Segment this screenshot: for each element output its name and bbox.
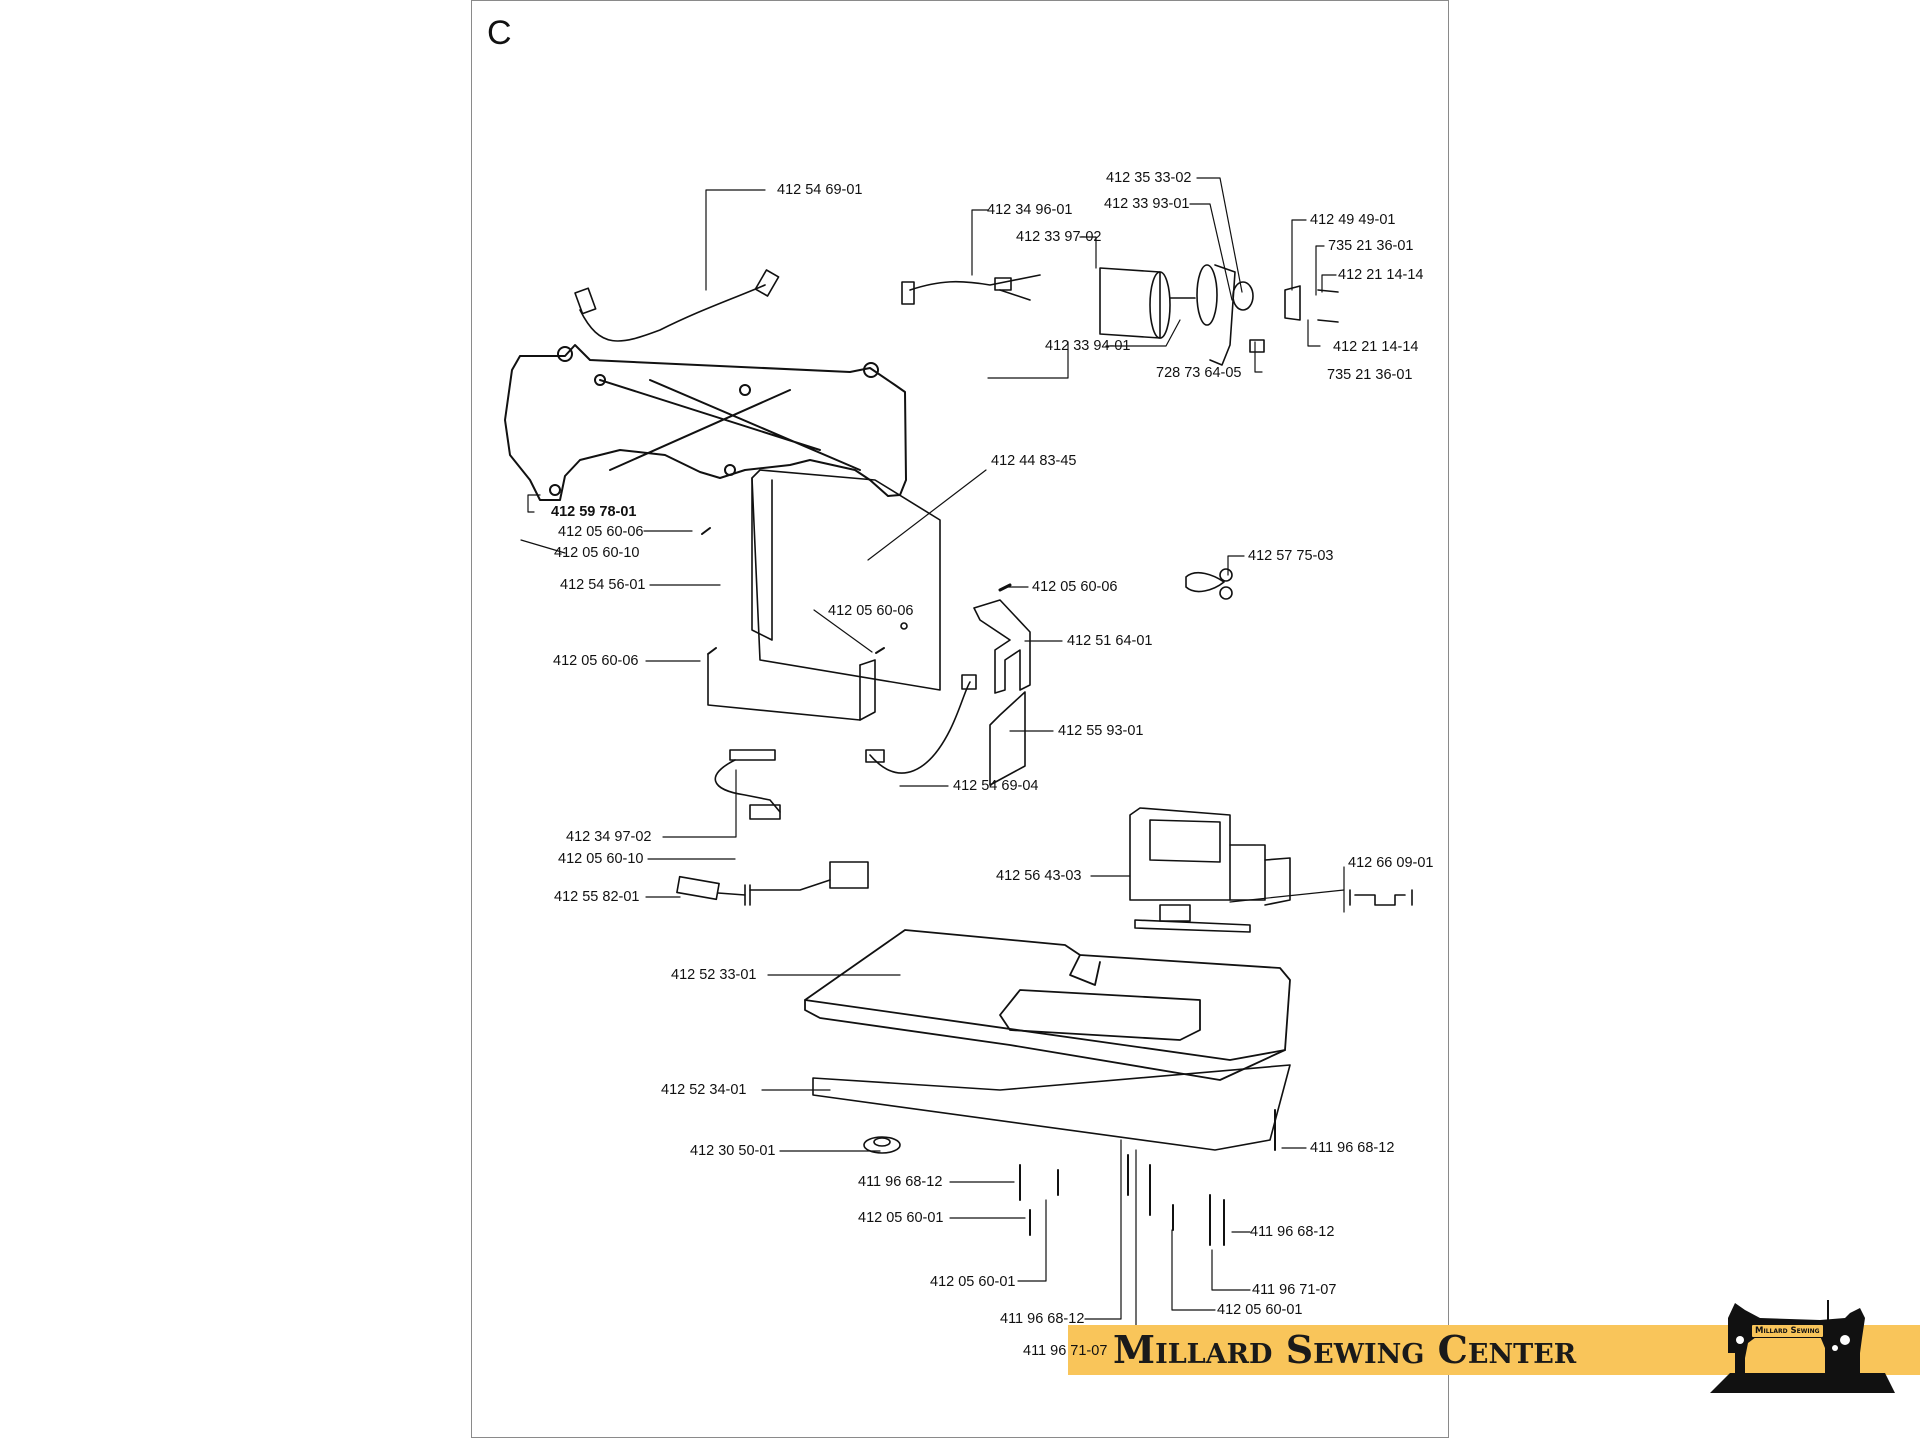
part-label: 411 96 68-12 xyxy=(1250,1224,1335,1240)
part-label: 412 59 78-01 xyxy=(551,504,637,520)
part-label: 412 54 69-04 xyxy=(953,778,1039,794)
part-label: 412 66 09-01 xyxy=(1348,855,1434,871)
part-label: 412 55 93-01 xyxy=(1058,723,1144,739)
part-label: 412 49 49-01 xyxy=(1310,212,1396,228)
part-label: 412 05 60-06 xyxy=(1032,579,1118,595)
part-label: 412 33 97-02 xyxy=(1016,229,1102,245)
part-label: 412 21 14-14 xyxy=(1333,339,1419,355)
part-label: 412 05 60-01 xyxy=(1217,1302,1303,1318)
part-label: 412 05 60-10 xyxy=(558,851,644,867)
part-label: 412 57 75-03 xyxy=(1248,548,1334,564)
part-label: 411 96 68-12 xyxy=(1000,1311,1085,1327)
part-label: 412 52 34-01 xyxy=(661,1082,747,1098)
part-label: 412 55 82-01 xyxy=(554,889,640,905)
logo-text: Millard Sewing xyxy=(1751,1324,1824,1338)
sewing-machine-logo-icon xyxy=(1710,1300,1895,1393)
part-label: 411 96 71-07 xyxy=(1252,1282,1337,1298)
part-label: 412 56 43-03 xyxy=(996,868,1082,884)
part-label: 412 05 60-01 xyxy=(930,1274,1016,1290)
part-label: 412 05 60-06 xyxy=(553,653,639,669)
part-label: 735 21 36-01 xyxy=(1328,238,1414,254)
section-letter: C xyxy=(487,14,512,52)
part-label: 412 35 33-02 xyxy=(1106,170,1192,186)
part-label: 728 73 64-05 xyxy=(1156,365,1242,381)
part-label: 412 05 60-01 xyxy=(858,1210,944,1226)
part-label: 411 96 68-12 xyxy=(1310,1140,1395,1156)
part-label: 411 96 68-12 xyxy=(858,1174,943,1190)
part-label: 412 54 69-01 xyxy=(777,182,863,198)
part-label: 412 44 83-45 xyxy=(991,453,1077,469)
part-label: 412 54 56-01 xyxy=(560,577,646,593)
part-label: 412 05 60-10 xyxy=(554,545,640,561)
part-label: 412 05 60-06 xyxy=(558,524,644,540)
part-label: 412 05 60-06 xyxy=(828,603,914,619)
part-label: 412 30 50-01 xyxy=(690,1143,776,1159)
part-label: 412 34 96-01 xyxy=(987,202,1073,218)
part-label: 735 21 36-01 xyxy=(1327,367,1413,383)
part-label: 412 51 64-01 xyxy=(1067,633,1153,649)
diagram-sheet xyxy=(471,0,1449,1438)
part-label: 412 34 97-02 xyxy=(566,829,652,845)
part-label: 411 96 71-07 xyxy=(1023,1343,1108,1359)
part-label: 412 21 14-14 xyxy=(1338,267,1424,283)
part-label: 412 52 33-01 xyxy=(671,967,757,983)
brand-banner-text: Millard Sewing Center xyxy=(1113,1327,1577,1372)
part-label: 412 33 94-01 xyxy=(1045,338,1131,354)
part-label: 412 33 93-01 xyxy=(1104,196,1190,212)
